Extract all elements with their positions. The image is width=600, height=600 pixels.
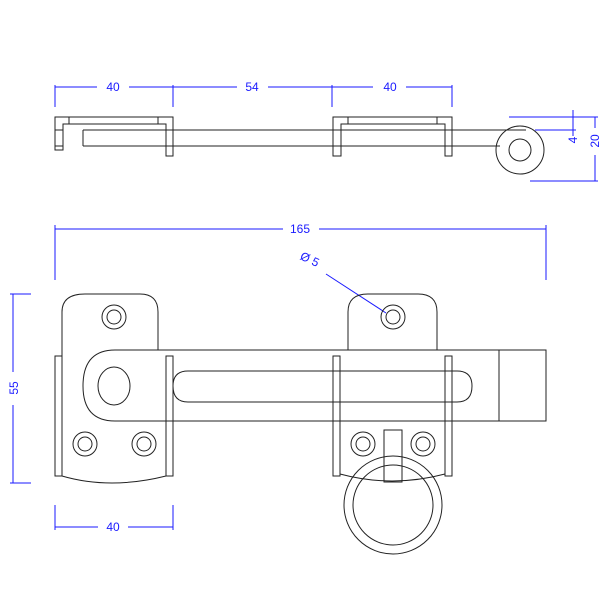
ring-side-inner <box>508 138 532 162</box>
dim-bar-thickness: 4 <box>566 136 580 143</box>
top-view: 40 54 40 4 20 <box>54 80 600 182</box>
pivot-hole <box>97 366 131 406</box>
dim-plate-width: 40 <box>106 520 120 534</box>
dim-height: 55 <box>7 381 21 395</box>
bar-top <box>82 129 526 147</box>
dim-bracket-right: 40 <box>383 80 397 94</box>
ring-side <box>495 125 545 175</box>
dim-hole-diameter: Ø 5 <box>298 249 322 270</box>
screw-hole <box>380 304 406 330</box>
front-view: 165 55 40 Ø 5 <box>7 222 547 555</box>
dim-overall-length: 165 <box>290 222 310 236</box>
left-plate <box>54 293 174 484</box>
dim-gap: 54 <box>245 80 259 94</box>
dim-ring-height: 20 <box>588 134 600 148</box>
front-dimensions: 165 55 40 Ø 5 <box>7 222 547 534</box>
bracket-left <box>54 116 174 157</box>
pull-ring <box>343 429 443 555</box>
dim-bracket-left: 40 <box>106 80 120 94</box>
guard-bar <box>82 349 547 422</box>
right-plate <box>332 293 453 482</box>
top-dimensions: 40 54 40 4 20 <box>54 80 600 182</box>
slot <box>172 370 473 403</box>
bracket-right <box>332 116 453 157</box>
